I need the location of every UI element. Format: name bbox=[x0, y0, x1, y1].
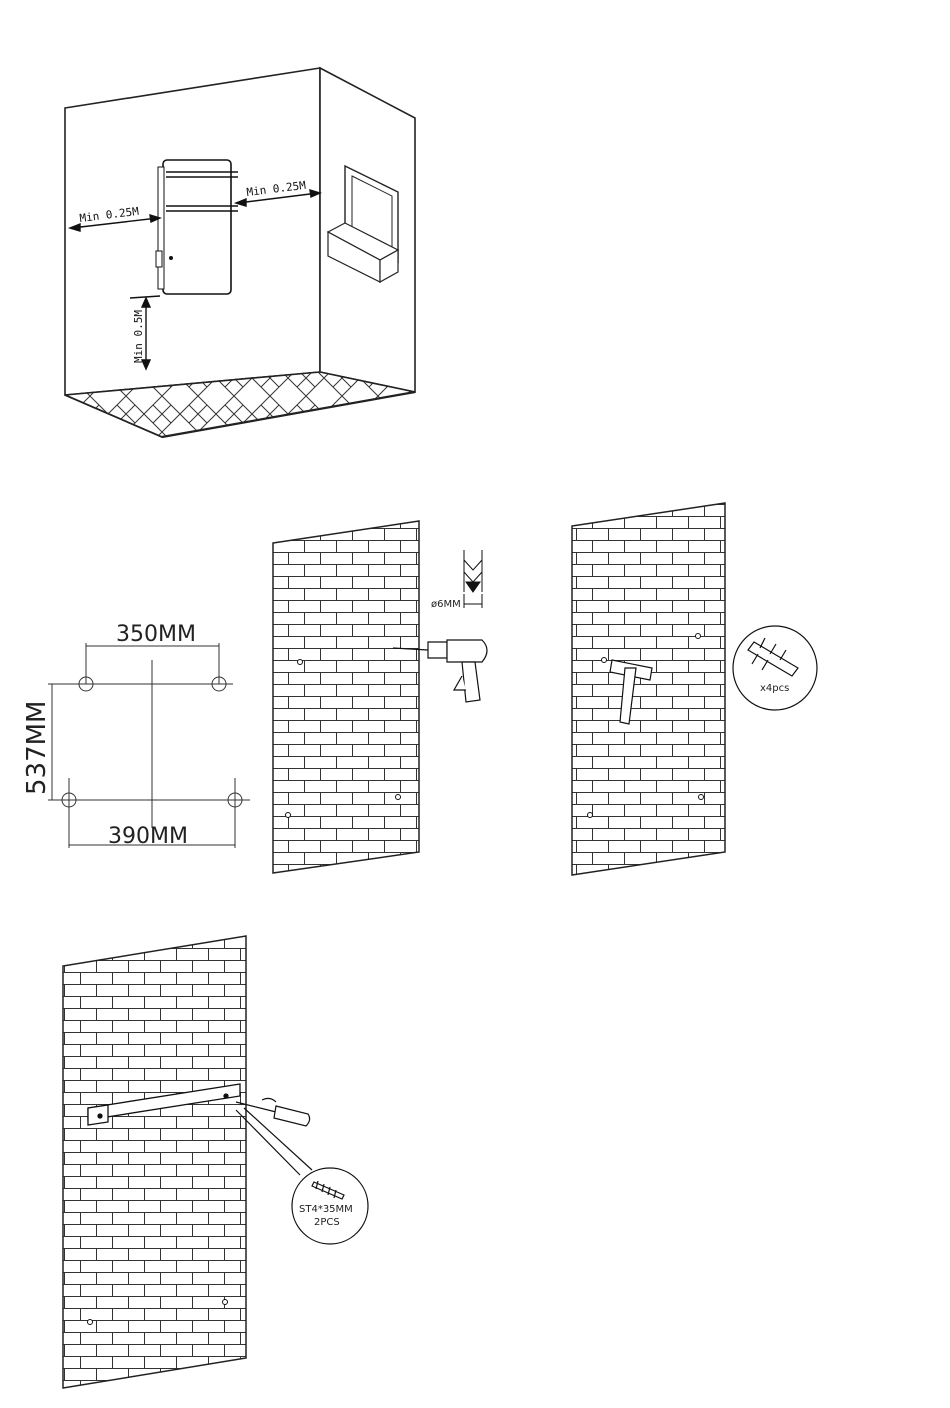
anchor-quantity-label: x4pcs bbox=[760, 683, 789, 694]
bracket-step: ST4*35MM 2PCS bbox=[63, 936, 368, 1388]
drill-bit-size-label: ø6MM bbox=[431, 599, 461, 610]
bottom-spacing-label: 390MM bbox=[108, 824, 188, 849]
clearance-floor-label: Min 0.5M bbox=[132, 310, 145, 363]
hole-template bbox=[48, 643, 250, 848]
screw-quantity-label: 2PCS bbox=[314, 1217, 340, 1228]
room-illustration: Min 0.25M Min 0.25M Min 0.5M bbox=[65, 68, 415, 437]
drilling-step: ø6MM bbox=[273, 521, 487, 873]
wall-anchor-detail bbox=[733, 626, 817, 710]
brick-wall-drilling bbox=[273, 521, 419, 873]
screw-detail bbox=[236, 1108, 368, 1244]
screw-spec-label: ST4*35MM bbox=[299, 1204, 353, 1215]
vertical-spacing-label: 537MM bbox=[22, 701, 52, 796]
drill-bit-detail bbox=[464, 550, 482, 608]
brick-wall-anchors bbox=[572, 503, 725, 875]
anchor-step: x4pcs bbox=[572, 503, 817, 875]
radiator-panel bbox=[156, 160, 238, 294]
top-spacing-label: 350MM bbox=[116, 622, 196, 647]
